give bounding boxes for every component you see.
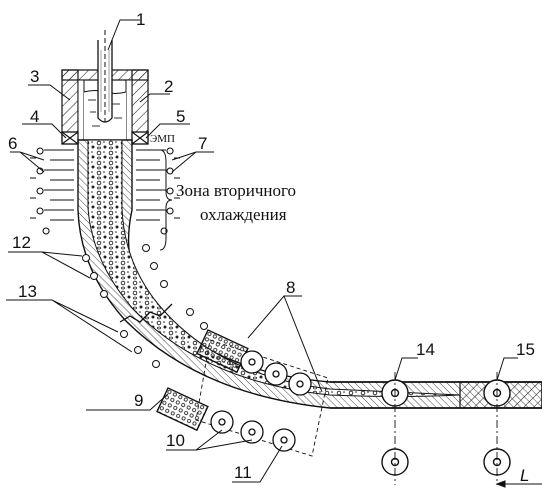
pouring-nozzle bbox=[97, 30, 113, 123]
label-3: 3 bbox=[30, 67, 39, 86]
label-6: 6 bbox=[8, 134, 17, 153]
emp-label: ЭМП bbox=[150, 133, 175, 145]
zone-brace bbox=[159, 149, 173, 251]
electromagnetic-stirrer bbox=[61, 131, 149, 145]
label-14: 14 bbox=[416, 340, 435, 359]
label-2: 2 bbox=[164, 77, 173, 96]
label-7: 7 bbox=[198, 134, 207, 153]
stirrer-block-lower bbox=[156, 387, 209, 432]
roller-group-frame bbox=[195, 339, 329, 457]
spray-nozzles-right bbox=[136, 147, 180, 235]
leader-lines bbox=[6, 19, 518, 483]
withdrawal-rollers bbox=[381, 379, 511, 476]
spray-nozzles-left bbox=[30, 147, 74, 235]
roller-axes bbox=[394, 372, 498, 485]
label-4: 4 bbox=[30, 107, 39, 126]
pinch-rollers bbox=[210, 350, 312, 452]
zone-label-line2: охлаждения bbox=[200, 205, 287, 224]
label-10: 10 bbox=[166, 431, 185, 450]
label-11: 11 bbox=[234, 463, 252, 482]
label-8: 8 bbox=[286, 278, 295, 297]
zone-label-line1: Зона вторичного bbox=[176, 181, 296, 200]
label-5: 5 bbox=[176, 107, 185, 126]
dimension-L-label: L bbox=[520, 466, 529, 485]
label-13: 13 bbox=[18, 282, 37, 301]
label-12: 12 bbox=[12, 233, 31, 252]
label-9: 9 bbox=[134, 391, 143, 410]
support-rollers bbox=[82, 244, 208, 368]
label-1: 1 bbox=[136, 10, 145, 29]
label-15: 15 bbox=[516, 340, 535, 359]
callout-labels: 1 2 3 4 5 6 7 8 9 10 11 12 13 14 15 ЭМП … bbox=[8, 10, 535, 485]
dimension-L bbox=[495, 480, 542, 488]
